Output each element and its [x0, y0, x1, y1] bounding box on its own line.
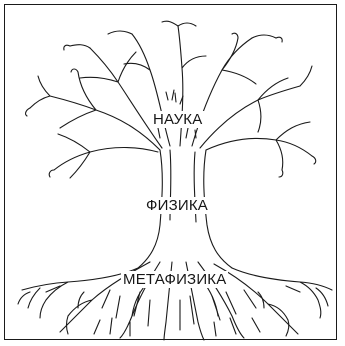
tree-branch [206, 138, 312, 156]
label-science: НАУКА [151, 111, 204, 128]
tree-branch [132, 34, 170, 146]
tree-branch [50, 96, 160, 150]
tree-branch [178, 26, 183, 146]
tree-branch [54, 148, 158, 171]
root-system [232, 268, 332, 290]
tree-branch [192, 38, 252, 146]
label-metaphysics: МЕТАФИЗИКА [121, 271, 228, 288]
tree-branch [90, 48, 162, 148]
label-physics: ФИЗИКА [144, 197, 210, 214]
